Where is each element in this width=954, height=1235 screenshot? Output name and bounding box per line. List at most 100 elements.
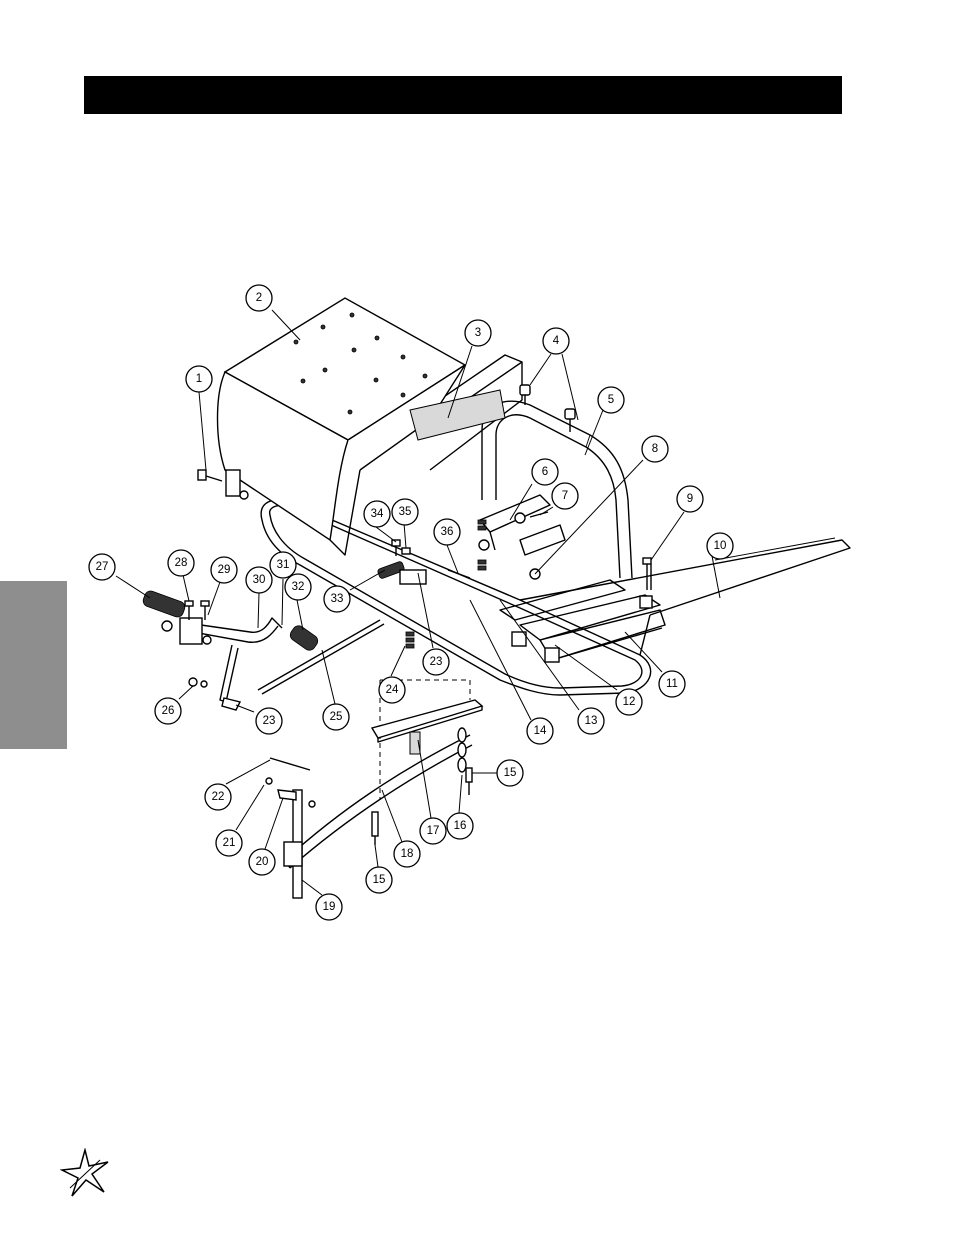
- callout-25: 25: [322, 703, 350, 731]
- callout-26: 26: [154, 697, 182, 725]
- callout-label: 34: [371, 508, 384, 520]
- seat-cover: [216, 297, 467, 556]
- callout-circle: [446, 812, 474, 840]
- callout-circle: [248, 848, 276, 876]
- pin-9: [642, 557, 652, 590]
- callout-label: 19: [323, 901, 336, 913]
- callout-31: 31: [269, 551, 297, 579]
- callout-label: 4: [553, 335, 560, 347]
- callout-circle: [393, 840, 421, 868]
- callout-circle: [496, 759, 524, 787]
- callout-23: 23: [255, 707, 283, 735]
- callout-10: 10: [706, 532, 734, 560]
- callout-label: 29: [218, 564, 231, 576]
- callout-36: 36: [433, 518, 461, 546]
- callout-circle: [255, 707, 283, 735]
- callout-label: 3: [475, 327, 481, 339]
- callout-label: 21: [223, 837, 236, 849]
- seat-strap: [409, 389, 506, 441]
- callout-circle: [269, 551, 297, 579]
- callout-circle: [315, 893, 343, 921]
- callout-label: 10: [714, 540, 727, 552]
- chapter-side-tab: [0, 581, 67, 749]
- callout-label: 22: [212, 791, 225, 803]
- callout-label: 36: [441, 526, 454, 538]
- callout-label: 15: [373, 874, 386, 886]
- callout-27: 27: [88, 553, 116, 581]
- callout-21: 21: [215, 829, 243, 857]
- callout-16: 16: [446, 812, 474, 840]
- callout-5: 5: [597, 386, 625, 414]
- callout-circle: [542, 327, 570, 355]
- callout-1: 1: [185, 365, 213, 393]
- callout-label: 30: [253, 574, 266, 586]
- callout-label: 20: [256, 856, 269, 868]
- callout-17: 17: [419, 817, 447, 845]
- callout-circle: [245, 284, 273, 312]
- callout-circle: [641, 435, 669, 463]
- callout-circle: [88, 553, 116, 581]
- callout-label: 26: [162, 705, 175, 717]
- callout-circle: [577, 707, 605, 735]
- callout-balloons: 1234567891011121314151516171819202122232…: [88, 284, 734, 921]
- leader-lines: [115, 309, 721, 896]
- callout-circle: [154, 697, 182, 725]
- callout-35: 35: [391, 498, 419, 526]
- knobs: [519, 384, 576, 432]
- callout-label: 32: [292, 581, 305, 593]
- callout-label: 33: [331, 593, 344, 605]
- callout-circle: [167, 549, 195, 577]
- callout-circle: [215, 829, 243, 857]
- callout-4: 4: [542, 327, 570, 355]
- callout-11: 11: [658, 670, 686, 698]
- callout-2: 2: [245, 284, 273, 312]
- callout-32: 32: [284, 573, 312, 601]
- callout-circle: [323, 585, 351, 613]
- callout-9: 9: [676, 485, 704, 513]
- callout-label: 28: [175, 557, 188, 569]
- callout-circle: [363, 500, 391, 528]
- section-title-bar: [84, 76, 842, 114]
- callout-circle: [365, 866, 393, 894]
- callout-22: 22: [204, 783, 232, 811]
- callout-circle: [706, 532, 734, 560]
- callout-circle: [322, 703, 350, 731]
- callout-circle: [422, 648, 450, 676]
- callout-label: 13: [585, 715, 598, 727]
- pedal-linkage: [142, 539, 471, 711]
- callout-label: 23: [430, 656, 443, 668]
- callout-6: 6: [531, 458, 559, 486]
- callout-28: 28: [167, 549, 195, 577]
- callout-3: 3: [464, 319, 492, 347]
- star-burst-icon: [60, 1148, 109, 1197]
- callout-circle: [210, 556, 238, 584]
- callout-label: 25: [330, 711, 343, 723]
- callout-29: 29: [210, 556, 238, 584]
- callout-circle: [419, 817, 447, 845]
- callout-circle: [551, 482, 579, 510]
- callout-label: 24: [386, 684, 399, 696]
- callout-label: 7: [562, 490, 568, 502]
- callout-label: 11: [666, 678, 678, 690]
- callout-label: 16: [454, 820, 467, 832]
- callout-circle: [658, 670, 686, 698]
- callout-label: 1: [196, 373, 202, 385]
- callout-33: 33: [323, 585, 351, 613]
- bolt-1: [197, 469, 223, 482]
- callout-label: 6: [542, 466, 548, 478]
- callout-label: 15: [504, 767, 517, 779]
- callout-18: 18: [393, 840, 421, 868]
- callout-circle: [245, 566, 273, 594]
- callout-label: 2: [256, 292, 262, 304]
- callout-circle: [378, 676, 406, 704]
- callout-circle: [615, 688, 643, 716]
- callout-12: 12: [615, 688, 643, 716]
- callout-7: 7: [551, 482, 579, 510]
- callout-circle: [597, 386, 625, 414]
- springs: [405, 511, 549, 649]
- callout-label: 27: [96, 561, 109, 573]
- callout-label: 8: [652, 443, 658, 455]
- lower-bracket-assembly: [265, 679, 484, 899]
- callout-13: 13: [577, 707, 605, 735]
